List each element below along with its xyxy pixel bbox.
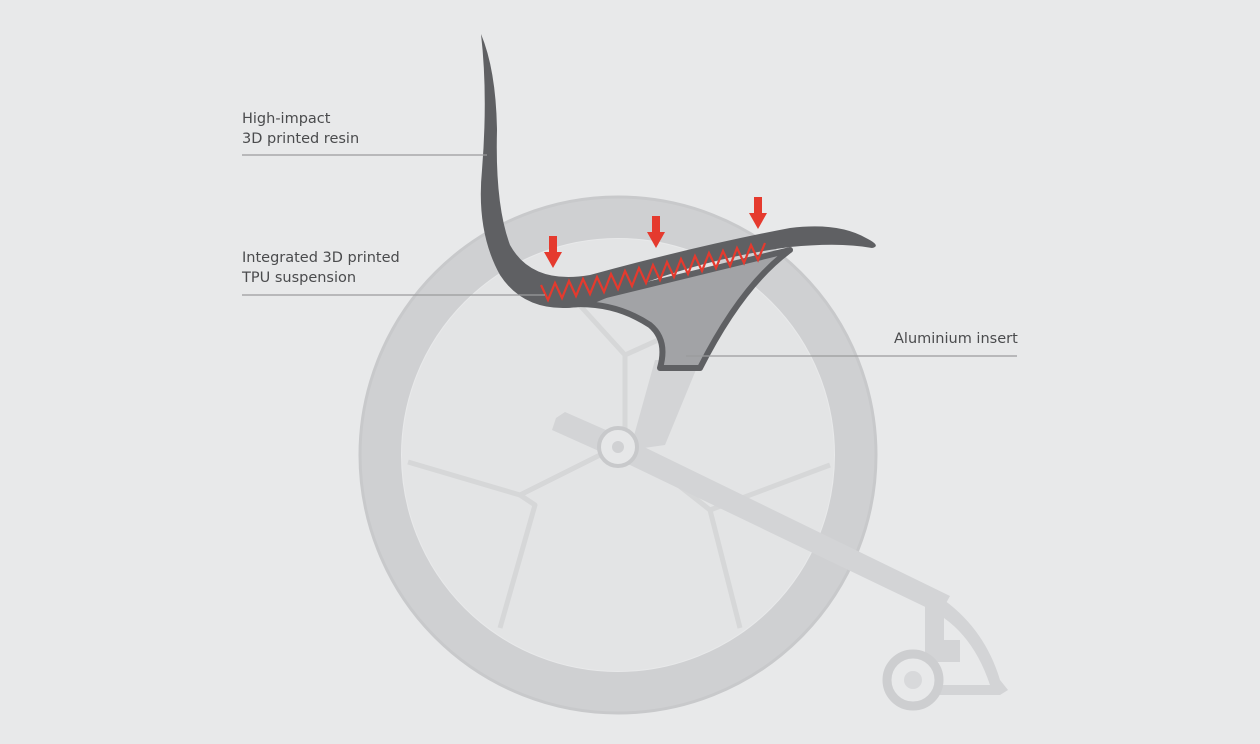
- load-arrow-icon: [749, 197, 767, 229]
- wheel-hub-center: [612, 441, 624, 453]
- seat-shell: [480, 34, 876, 309]
- rear-wheel: [358, 195, 1008, 715]
- label-aluminium-insert: Aluminium insert: [894, 329, 1018, 349]
- tpu-suspension: [540, 242, 767, 303]
- label-tpu-line-2: TPU suspension: [242, 270, 357, 286]
- load-arrow-icon: [544, 236, 562, 268]
- label-aluminium-line-1: Aluminium insert: [894, 331, 1018, 347]
- frame-footrest: [935, 600, 1008, 695]
- frame-axle-arm: [552, 412, 950, 614]
- frame-down-tube: [630, 360, 700, 450]
- seat-assembly: [480, 34, 876, 371]
- load-arrow-icon: [647, 216, 665, 248]
- spoke-left-lower: [497, 492, 538, 629]
- label-tpu-suspension: Integrated 3D printed TPU suspension: [242, 248, 400, 288]
- label-resin: High-impact 3D printed resin: [242, 109, 359, 149]
- front-caster: [882, 649, 944, 711]
- frame-caster-fork: [925, 596, 960, 662]
- label-resin-line-2: 3D printed resin: [242, 131, 360, 147]
- aluminium-insert: [562, 247, 793, 371]
- label-resin-line-1: High-impact: [242, 111, 331, 127]
- caster-tyre: [882, 649, 944, 711]
- wheel-rim: [361, 198, 875, 712]
- leader-lines: [242, 154, 1017, 357]
- spoke-right-lower: [707, 509, 743, 629]
- load-arrows: [544, 197, 767, 268]
- chair-frame: [552, 360, 1008, 695]
- label-tpu-line-1: Integrated 3D printed: [242, 250, 400, 266]
- wheel-rim-outer-edge: [358, 195, 878, 715]
- caster-hub: [904, 671, 922, 689]
